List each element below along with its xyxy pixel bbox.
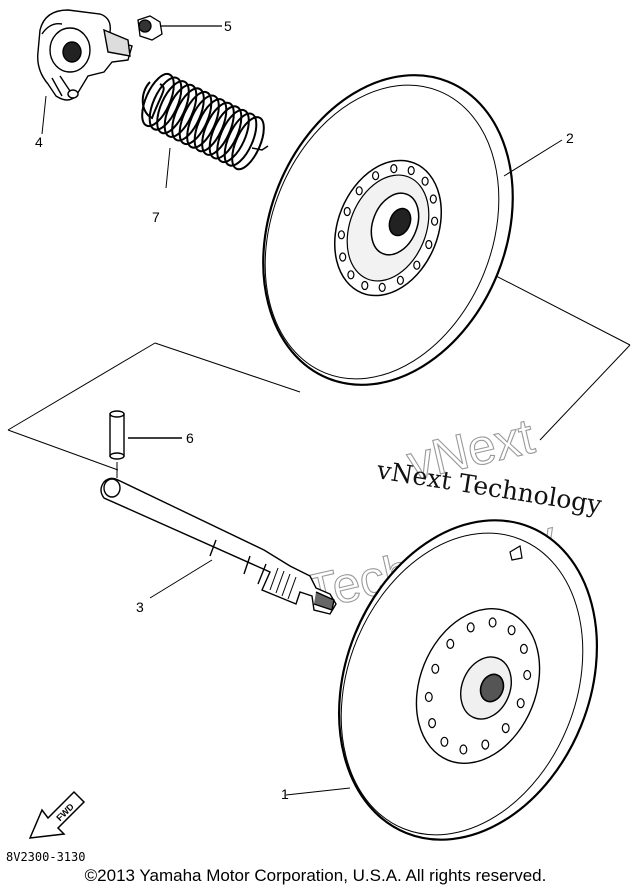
bolt-hole [431,216,439,226]
part-6-pin [109,410,182,478]
bolt-hole [466,622,475,633]
bolt-hole [355,186,363,196]
callout-5: 5 [224,18,232,34]
fwd-arrow-icon: FWD [28,790,86,839]
bolt-hole [519,643,528,655]
bolt-hole [347,270,355,280]
bolt-hole [481,739,490,750]
callout-numbers: 1 2 3 4 5 6 7 [35,18,574,802]
bolt-hole [372,171,380,181]
bolt-hole [337,230,345,240]
callout-3: 3 [136,599,144,615]
bolt-hole [523,669,532,681]
callout-1: 1 [281,786,289,802]
bolt-hole [431,663,440,674]
bolt-hole [424,691,433,703]
bolt-hole [428,717,437,729]
leader-lines [41,95,563,177]
bolt-hole [459,744,468,755]
part-7-spring [141,72,269,189]
callout-2: 2 [566,130,574,146]
bolt-hole [339,252,347,262]
callout-7: 7 [152,209,160,225]
spring-coil [223,112,258,167]
part-3-shaft [100,477,337,615]
copyright-footer: ©2013 Yamaha Motor Corporation, U.S.A. A… [84,866,547,885]
callout-4: 4 [35,134,43,150]
bolt-hole [425,239,433,250]
callout-6: 6 [186,430,194,446]
bolt-hole [361,280,369,291]
bolt-hole [440,736,449,747]
bolt-hole [390,164,398,174]
spring-coil [231,116,265,171]
part-4-slider-housing [37,9,133,101]
bolt-hole [429,194,437,204]
bolt-hole [421,176,429,186]
bolt-hole [407,165,415,176]
spring-coil [216,108,250,164]
bolt-hole [413,260,421,270]
bolt-hole [501,722,510,734]
bolt-hole [507,625,516,636]
part-2-fixed-sheave [262,74,514,386]
part-1-movable-sheave [285,519,599,841]
bolt-hole [446,638,455,650]
bolt-hole [488,617,497,628]
bolt-hole [516,698,525,709]
part-5-roller [137,15,222,41]
bolt-hole [378,282,386,292]
bolt-hole [343,206,351,217]
bolt-hole [396,275,404,285]
diagram-code: 8V2300-3130 [6,850,85,864]
